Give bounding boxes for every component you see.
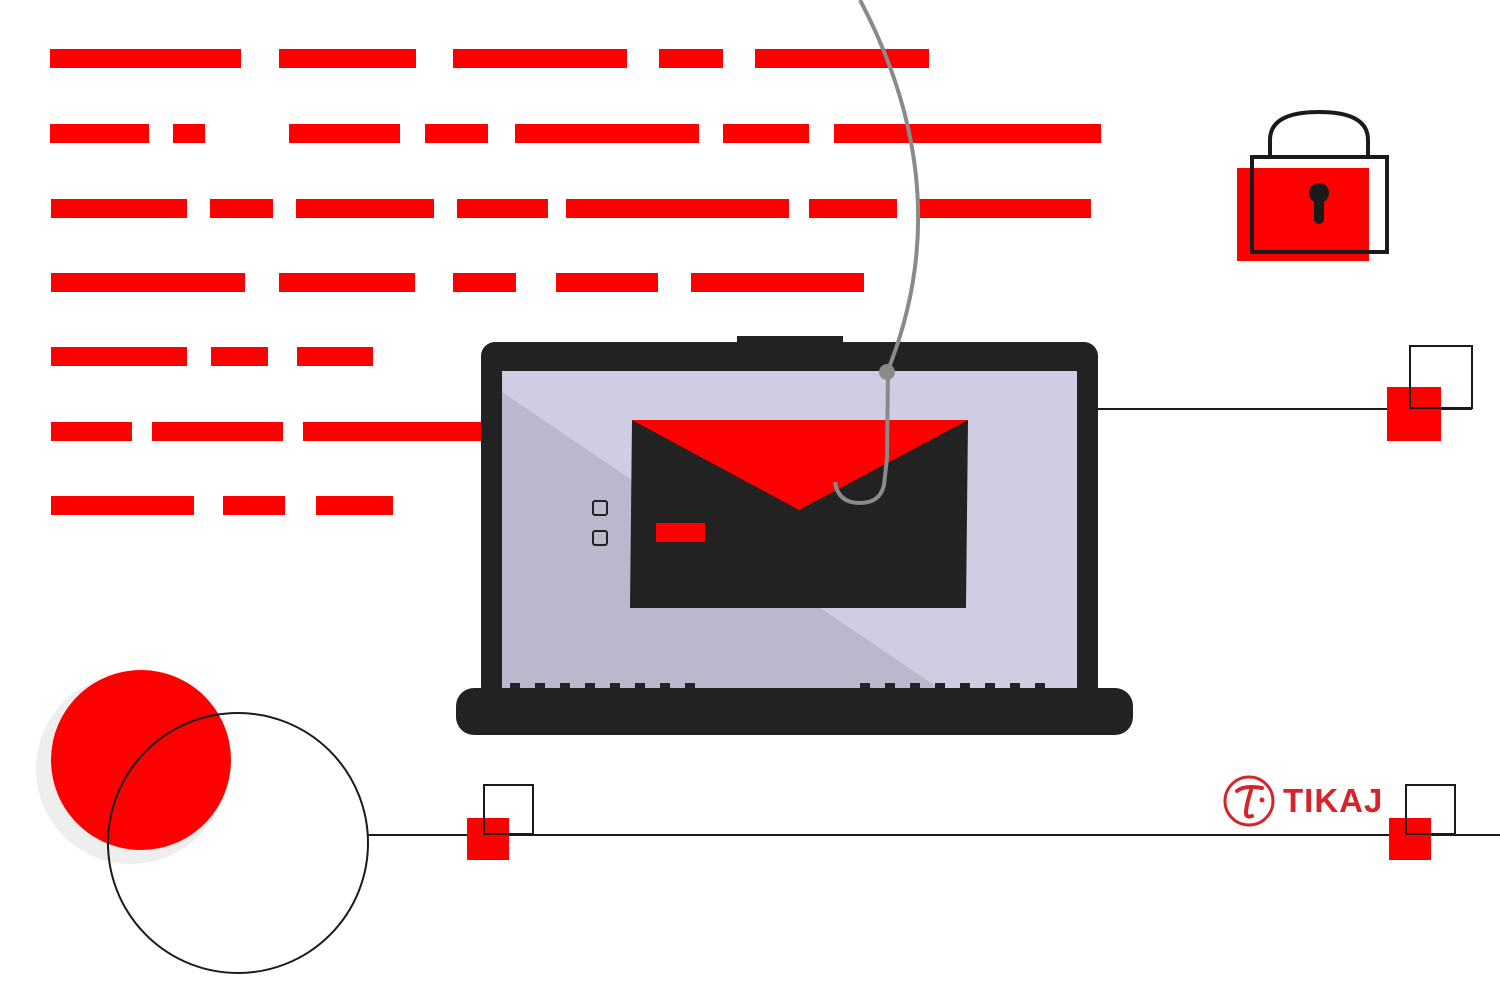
redacted-dash <box>918 199 1091 218</box>
redacted-dash <box>659 49 723 68</box>
laptop-base <box>456 688 1133 735</box>
redacted-dash <box>51 496 194 515</box>
envelope-flap <box>632 420 968 510</box>
tikaj-logo-icon <box>1223 775 1275 827</box>
redacted-dash <box>453 49 627 68</box>
redacted-dash <box>51 199 187 218</box>
redacted-dash <box>211 347 268 366</box>
padlock-icon <box>1237 109 1389 261</box>
redacted-dash <box>152 422 283 441</box>
redacted-dash <box>223 496 285 515</box>
envelope-stamp <box>656 523 705 542</box>
connector-right <box>1098 345 1473 441</box>
connector-bottom <box>368 784 1500 860</box>
screen-checkbox <box>592 500 608 516</box>
redacted-dash <box>453 273 516 292</box>
redacted-dash <box>303 422 483 441</box>
redacted-dash <box>691 273 864 292</box>
redacted-dash <box>289 124 400 143</box>
keyhole-icon <box>1309 183 1329 203</box>
redacted-dash <box>279 273 415 292</box>
redacted-dash <box>457 199 548 218</box>
screen-checkbox <box>592 530 608 546</box>
keyboard-keys <box>510 683 1045 691</box>
redacted-dash <box>556 273 658 292</box>
redacted-dash <box>279 49 416 68</box>
redacted-dash <box>297 347 373 366</box>
redacted-dash <box>723 124 809 143</box>
redacted-dash <box>425 124 488 143</box>
redacted-dash <box>296 199 434 218</box>
redacted-text-block <box>50 49 1101 515</box>
redacted-dash <box>50 49 241 68</box>
redacted-dash <box>755 49 929 68</box>
redacted-dash <box>51 273 245 292</box>
redacted-dash <box>51 422 132 441</box>
redacted-dash <box>515 124 699 143</box>
fishing-hook-icon <box>833 0 921 506</box>
redacted-dash <box>210 199 273 218</box>
envelope-icon <box>630 420 968 608</box>
redacted-dash <box>316 496 393 515</box>
brand-name: TIKAJ <box>1283 782 1384 819</box>
redacted-dash <box>566 199 789 218</box>
redacted-dash <box>834 124 1101 143</box>
redacted-dash <box>51 347 187 366</box>
redacted-dash <box>50 124 149 143</box>
redacted-dash <box>173 124 205 143</box>
redacted-dash <box>809 199 897 218</box>
decorative-circles <box>36 670 369 974</box>
